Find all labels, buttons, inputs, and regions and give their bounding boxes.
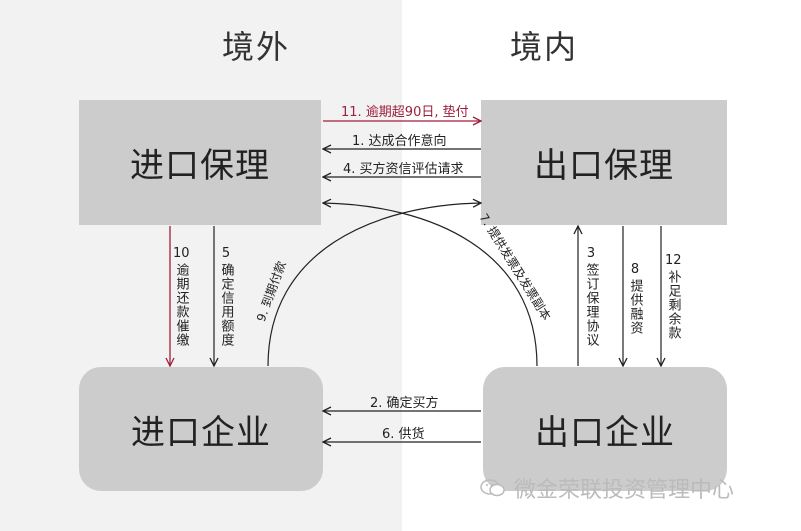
region-title-abroad: 境外 — [222, 28, 291, 66]
import-factor-box: 进口保理 — [79, 100, 321, 225]
label-arrow-10-text: 逾期还款催缴 — [173, 263, 189, 347]
watermark-text: 微金荣联投资管理中心 — [514, 478, 735, 503]
arrow-9-curve — [267, 203, 481, 367]
label-arrow-5-text: 确定信用额度 — [218, 263, 234, 347]
label-arrow-11: 11. 逾期超90日, 垫付 — [341, 105, 469, 120]
label-arrow-10: 10 逾期还款催缴 — [173, 246, 190, 347]
label-arrow-4: 4. 买方资信评估请求 — [343, 162, 464, 177]
label-arrow-8-number: 8 — [630, 262, 640, 277]
import-company-box: 进口企业 — [79, 367, 323, 491]
arrow-7-curve — [323, 203, 538, 367]
region-title-domestic: 境内 — [510, 28, 579, 66]
label-arrow-10-number: 10 — [173, 246, 190, 261]
import-company-label: 进口企业 — [131, 412, 271, 453]
label-arrow-12-text: 补足剩余款 — [665, 270, 681, 340]
label-arrow-3-text: 签订保理协议 — [583, 263, 599, 347]
label-arrow-2: 2. 确定买方 — [370, 396, 439, 411]
label-arrow-8-text: 提供融资 — [627, 279, 643, 335]
label-arrow-3: 3 签订保理协议 — [583, 246, 599, 347]
wechat-icon — [480, 479, 505, 497]
label-arrow-6: 6. 供货 — [382, 427, 425, 442]
import-factor-label: 进口保理 — [130, 146, 270, 186]
label-arrow-12: 12 补足剩余款 — [665, 253, 682, 340]
label-arrow-1: 1. 达成合作意向 — [352, 134, 447, 149]
label-arrow-8: 8 提供融资 — [627, 262, 643, 335]
label-arrow-5: 5 确定信用额度 — [218, 246, 234, 347]
export-factor-label: 出口保理 — [534, 146, 674, 186]
label-arrow-12-number: 12 — [665, 253, 682, 268]
export-company-box: 出口企业 — [483, 367, 727, 491]
label-arrow-3-number: 3 — [586, 246, 596, 261]
export-factor-box: 出口保理 — [481, 100, 727, 225]
label-arrow-5-number: 5 — [221, 246, 231, 261]
export-company-label: 出口企业 — [535, 412, 675, 453]
watermark: 微金荣联投资管理中心 — [480, 472, 734, 504]
